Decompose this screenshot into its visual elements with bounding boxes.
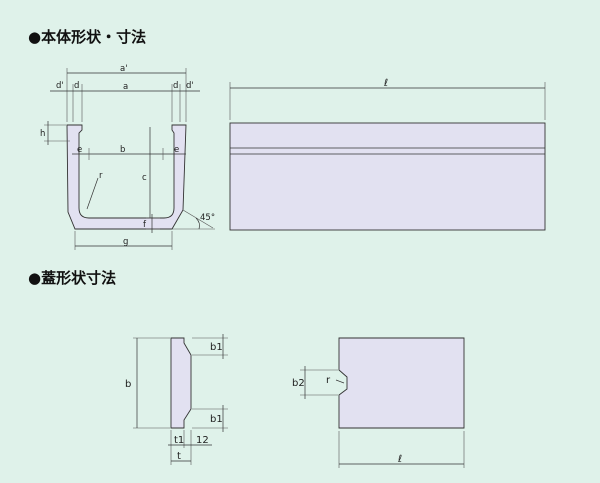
- label-c: c: [142, 173, 147, 183]
- lid-top-view: b2 r ℓ: [292, 337, 465, 468]
- label-angle: 45°: [200, 213, 215, 223]
- label-lid-r: r: [326, 375, 331, 386]
- channel-side-rect: [229, 122, 546, 231]
- label-d-left: d: [74, 81, 79, 91]
- label-lid-b1-top: b1: [210, 342, 223, 353]
- lid-plate: [338, 337, 465, 429]
- label-r: r: [99, 171, 103, 181]
- body-section-title: ●本体形状・寸法: [28, 28, 146, 46]
- label-length-lid: ℓ: [398, 454, 402, 465]
- label-lid-b1-bottom: b1: [210, 414, 223, 425]
- label-lid-12: 12: [196, 435, 209, 446]
- label-length-body: ℓ: [384, 78, 388, 89]
- label-h: h: [40, 129, 45, 139]
- label-b: b: [120, 145, 125, 155]
- lid-profile: [170, 337, 192, 429]
- label-lid-b: b: [125, 379, 131, 390]
- label-d-prime-right: d': [186, 81, 194, 91]
- label-lid-b2: b2: [292, 378, 305, 389]
- label-lid-t: t: [177, 451, 181, 462]
- label-d-prime-left: d': [56, 81, 64, 91]
- channel-cross-section: a' d' d a d d' h e b e c f r: [40, 64, 215, 250]
- lid-cross-section: b b1 b1 t1 12 t: [125, 334, 228, 465]
- label-g: g: [123, 237, 128, 247]
- label-a-prime: a': [120, 64, 128, 74]
- label-e-left: e: [77, 145, 82, 155]
- label-e-right: e: [174, 145, 179, 155]
- label-d-right: d: [173, 81, 178, 91]
- label-a: a: [123, 82, 128, 92]
- channel-profile: [66, 124, 187, 230]
- label-f: f: [143, 220, 147, 230]
- channel-side-view: ℓ: [229, 78, 546, 231]
- label-lid-t1: t1: [174, 435, 184, 446]
- lid-section-title: ●蓋形状寸法: [28, 269, 116, 287]
